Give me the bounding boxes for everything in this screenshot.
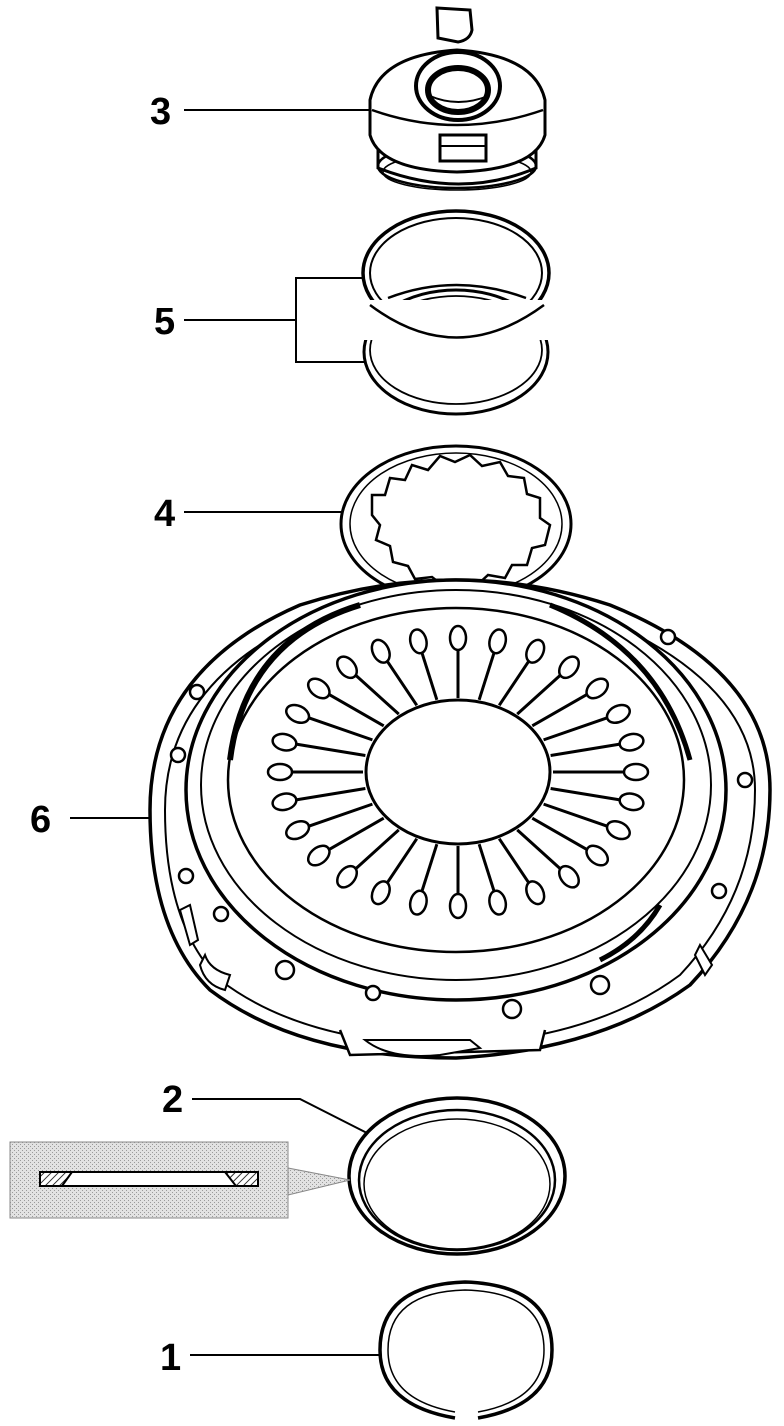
ring-part-2 — [347, 1096, 567, 1256]
spring-slot-end — [525, 880, 546, 906]
spring-slot — [382, 655, 419, 707]
spring-slot-end — [488, 628, 508, 655]
spring-slot-end — [585, 677, 610, 700]
spring-slot — [324, 690, 385, 728]
bolt-hole — [589, 974, 611, 996]
spring-slot-end — [448, 892, 468, 920]
spring-slot — [382, 837, 419, 889]
spring-slot — [497, 837, 534, 889]
spring-slot-end — [370, 638, 391, 664]
spring-slot — [516, 828, 565, 874]
spring-slot-end — [618, 732, 645, 752]
callout-1: 1 — [160, 1337, 181, 1379]
callout-3: 3 — [150, 91, 171, 133]
spring-slot-end — [336, 864, 359, 889]
spring-slot-end — [266, 762, 294, 782]
spring-slot — [497, 655, 534, 707]
spring-slot-end — [271, 732, 298, 752]
bolt-hole — [736, 771, 754, 789]
spring-slot — [550, 786, 624, 802]
spring-slot — [477, 843, 498, 898]
spring-slot — [531, 690, 592, 728]
bolt-hole — [188, 683, 206, 701]
leader-2 — [192, 1098, 368, 1134]
spring-slot — [292, 742, 366, 758]
bolt-hole — [169, 746, 187, 764]
spring-slot-end — [585, 844, 610, 867]
leader-5-bracket — [295, 277, 364, 363]
spring-slot — [292, 786, 366, 802]
bolt-hole — [364, 984, 382, 1002]
spring-slot — [304, 715, 373, 742]
leader-lines — [70, 109, 380, 1356]
diaphragm-spring-fingers — [266, 624, 650, 920]
cross-section-inset — [9, 1141, 351, 1219]
spring-slot-end — [525, 638, 546, 664]
spring-slot-end — [618, 792, 645, 812]
spring-slot — [550, 742, 624, 758]
spring-slot — [304, 802, 373, 829]
spring-slot — [324, 816, 385, 854]
spring-slot-end — [605, 703, 631, 725]
callout-6: 6 — [30, 799, 51, 841]
bolt-hole — [710, 882, 728, 900]
spring-slot — [351, 670, 400, 716]
bolt-hole — [274, 959, 296, 981]
spring-slot-end — [271, 792, 298, 812]
spring-slot-end — [488, 889, 508, 916]
spring-slot-end — [448, 624, 468, 652]
bolt-hole — [659, 628, 677, 646]
pressure-plate — [148, 578, 772, 1060]
spring-slot — [418, 646, 439, 701]
callout-2: 2 — [162, 1079, 183, 1121]
mounting-holes — [169, 628, 754, 1020]
spring-slot-end — [285, 819, 311, 841]
spring-slot — [543, 715, 612, 742]
bolt-hole — [212, 905, 230, 923]
bolt-hole — [501, 998, 523, 1020]
spring-slot — [516, 670, 565, 716]
spring-slot — [418, 843, 439, 898]
callout-5: 5 — [154, 301, 175, 343]
spring-slot-end — [408, 889, 428, 916]
bolt-hole — [177, 867, 195, 885]
spring-slot-end — [408, 628, 428, 655]
spring-slot-end — [336, 655, 359, 680]
release-bearing — [368, 6, 547, 191]
spring-slot — [543, 802, 612, 829]
spring-slot-end — [370, 880, 391, 906]
spring-slot — [351, 828, 400, 874]
spring-slot-end — [557, 864, 580, 889]
callout-4: 4 — [154, 493, 175, 535]
spring-slot-end — [306, 844, 331, 867]
spring-slot-end — [605, 819, 631, 841]
spring-slot-end — [557, 655, 580, 680]
spring-slot-end — [622, 762, 650, 782]
spring-slot-end — [285, 703, 311, 725]
snap-ring — [378, 1280, 554, 1420]
spring-slot-end — [306, 677, 331, 700]
spring-slot — [477, 646, 498, 701]
guide-rings — [360, 209, 560, 416]
spring-slot — [531, 816, 592, 854]
